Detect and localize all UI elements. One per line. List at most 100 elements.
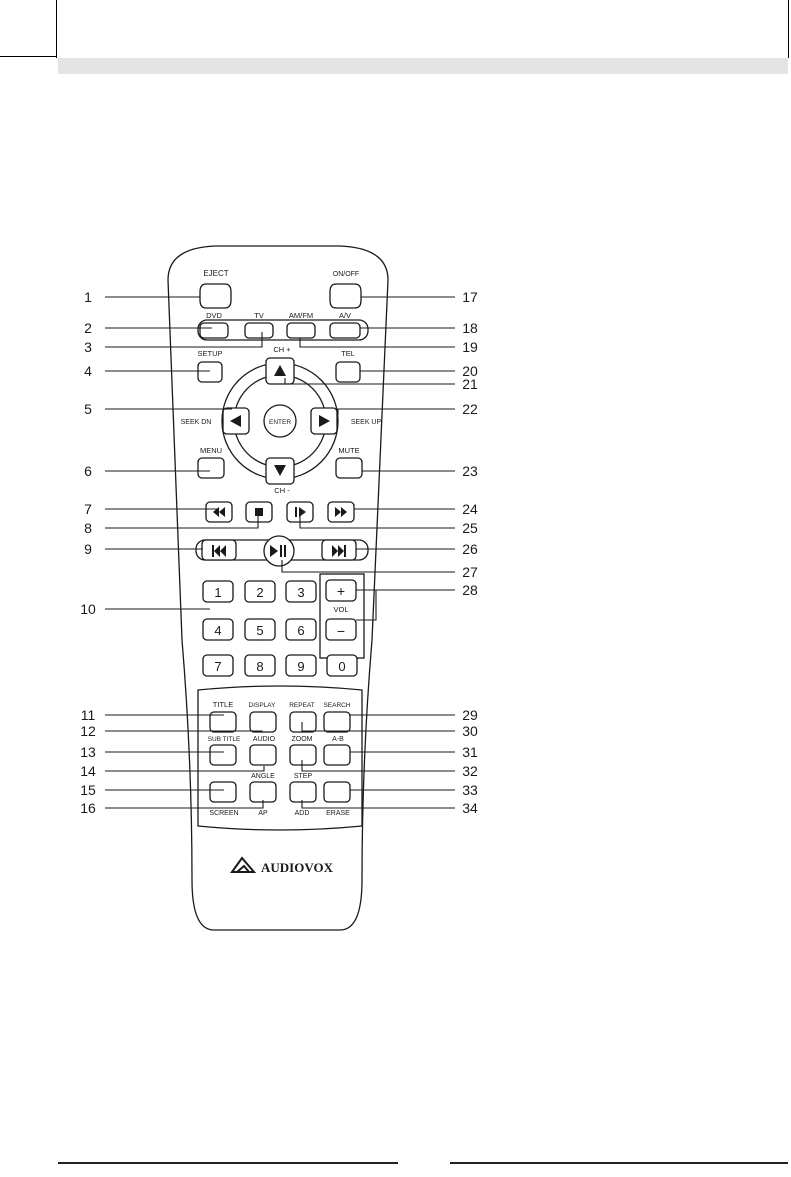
- zoom-button[interactable]: [290, 745, 316, 765]
- digit-key-label: 1: [214, 585, 221, 600]
- callout-number: 5: [84, 401, 92, 417]
- callout-leader: [338, 409, 455, 415]
- callout-number: 29: [462, 707, 478, 723]
- screen-label: SCREEN: [209, 810, 238, 817]
- callout-number: 9: [84, 541, 92, 557]
- menu-button[interactable]: [198, 458, 224, 478]
- subtitle-label: SUB TITLE: [208, 736, 241, 743]
- callout-number: 32: [462, 763, 478, 779]
- mute-label: MUTE: [338, 446, 359, 455]
- callout-number: 27: [462, 564, 478, 580]
- callout-number: 16: [80, 800, 96, 816]
- callout-number: 3: [84, 339, 92, 355]
- screen-button[interactable]: [210, 782, 236, 802]
- subtitle-button[interactable]: [210, 745, 236, 765]
- tv-button[interactable]: [245, 323, 273, 338]
- am-fm-button[interactable]: [287, 323, 315, 338]
- play-pause-button[interactable]: [264, 536, 294, 566]
- callout-number: 21: [462, 376, 478, 392]
- callout-number: 25: [462, 520, 478, 536]
- setup-label: SETUP: [197, 349, 222, 358]
- dvd-button[interactable]: [200, 323, 228, 338]
- repeat-button[interactable]: [290, 712, 316, 732]
- menu-label: MENU: [200, 446, 222, 455]
- on-off-label: ON/OFF: [333, 271, 359, 278]
- digit-key-label: 3: [297, 585, 304, 600]
- callout-number: 6: [84, 463, 92, 479]
- a-b-label: A-B: [332, 736, 344, 743]
- digit-key-label: 2: [256, 585, 263, 600]
- ch-minus-label: CH -: [274, 486, 290, 495]
- erase-button[interactable]: [324, 782, 350, 802]
- search-button[interactable]: [324, 712, 350, 732]
- digit-key-label: 9: [297, 659, 304, 674]
- callout-number: 33: [462, 782, 478, 798]
- callout-number: 1: [84, 289, 92, 305]
- callout-leader: [285, 378, 455, 384]
- callout-number: 19: [462, 339, 478, 355]
- callout-number: 11: [81, 707, 96, 723]
- setup-button[interactable]: [198, 362, 222, 382]
- callout-leader: [105, 800, 263, 808]
- stop-icon: [255, 508, 263, 516]
- audio-label: AUDIO: [253, 736, 276, 743]
- a-b-button[interactable]: [324, 745, 350, 765]
- tel-label: TEL: [341, 349, 355, 358]
- power-button[interactable]: [330, 284, 361, 308]
- tel-button[interactable]: [336, 362, 360, 382]
- callout-number: 34: [462, 800, 478, 816]
- seek-dn-label: SEEK DN: [181, 419, 212, 426]
- mute-button[interactable]: [336, 458, 362, 478]
- audio-button[interactable]: [250, 745, 276, 765]
- tv-label: TV: [254, 311, 264, 320]
- digit-key-label: 5: [256, 623, 263, 638]
- callout-number: 17: [462, 289, 478, 305]
- callout-number: 13: [80, 744, 96, 760]
- repeat-label: REPEAT: [289, 702, 315, 709]
- angle-label: ANGLE: [251, 773, 275, 780]
- dvd-label: DVD: [206, 311, 222, 320]
- av-button[interactable]: [330, 323, 360, 338]
- callout-number: 31: [462, 744, 478, 760]
- digit-key-label: 0: [338, 659, 345, 674]
- callout-number: 2: [84, 320, 92, 336]
- display-label: DISPLAY: [249, 702, 277, 709]
- callout-number: 22: [462, 401, 478, 417]
- callout-number: 8: [84, 520, 92, 536]
- callout-leader: [105, 766, 264, 771]
- vol-label: VOL: [333, 605, 348, 614]
- step-button[interactable]: [290, 782, 316, 802]
- digit-key-label: 4: [214, 623, 221, 638]
- callout-leader: [282, 560, 455, 572]
- ap-label: AP: [258, 810, 268, 817]
- seek-up-label: SEEK UP: [351, 419, 382, 426]
- title-label: TITLE: [213, 700, 233, 709]
- brand-wordmark: AUDIOVOX: [261, 860, 334, 875]
- search-label: SEARCH: [323, 702, 350, 709]
- digit-key-label: 7: [214, 659, 221, 674]
- callout-number: 15: [80, 782, 96, 798]
- callout-leader: [105, 512, 258, 528]
- callout-number: 24: [462, 501, 478, 517]
- callout-number: 18: [462, 320, 478, 336]
- callout-number: 12: [80, 723, 96, 739]
- callout-number: 26: [462, 541, 478, 557]
- eject-button[interactable]: [200, 284, 231, 308]
- callout-number: 28: [462, 582, 478, 598]
- display-button[interactable]: [250, 712, 276, 732]
- callout-number: 4: [84, 363, 92, 379]
- eject-label: EJECT: [203, 269, 228, 278]
- callout-number: 14: [80, 763, 96, 779]
- audiovox-logo-icon: [232, 858, 254, 872]
- enter-label: ENTER: [269, 419, 291, 426]
- callout-number: 30: [462, 723, 478, 739]
- zoom-label: ZOOM: [292, 736, 313, 743]
- ap-button[interactable]: [250, 782, 276, 802]
- digit-key-label: 6: [297, 623, 304, 638]
- volume-up-label: +: [337, 583, 345, 599]
- av-label: A/V: [339, 311, 351, 320]
- callout-number: 7: [84, 501, 92, 517]
- volume-down-label: −: [337, 623, 345, 639]
- digit-key-label: 8: [256, 659, 263, 674]
